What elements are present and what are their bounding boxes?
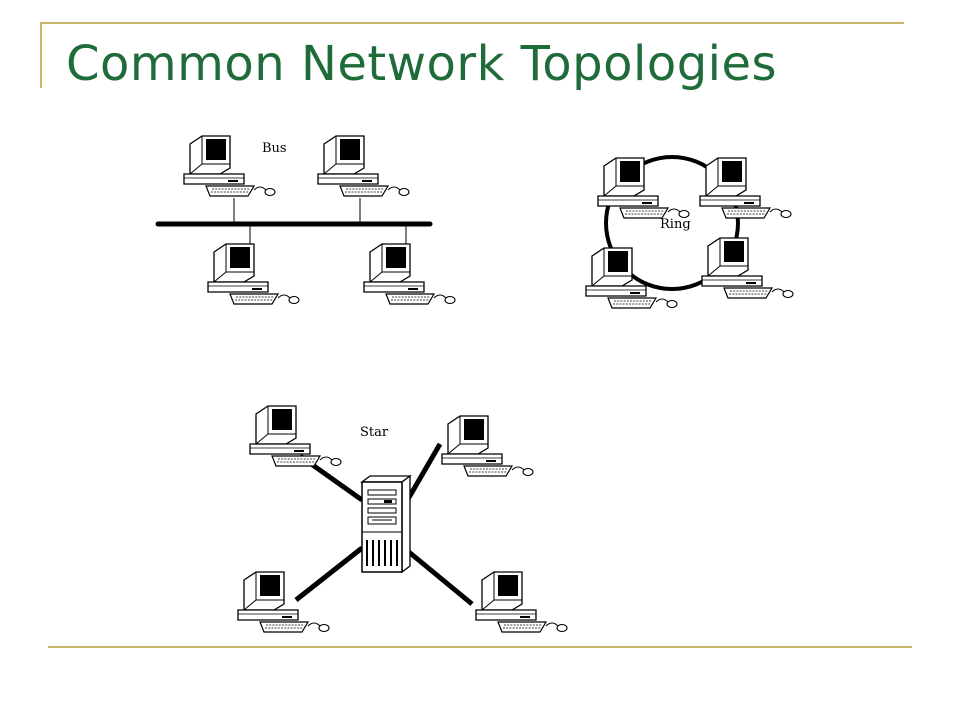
star-computer-icon: [249, 405, 342, 467]
star-topology: Star: [237, 405, 568, 633]
server-tower-icon: [360, 474, 412, 574]
left-rule: [40, 22, 42, 88]
slide-title: Common Network Topologies: [66, 36, 778, 92]
star-computer-icon: [475, 571, 568, 633]
star-computer-icon: [237, 571, 330, 633]
bus-computer-icon: [207, 243, 300, 305]
star-link: [294, 546, 364, 602]
bus-label: Bus: [262, 141, 287, 156]
ring-computer-icon: [585, 247, 678, 309]
bus-computer-icon: [363, 243, 456, 305]
ring-computer-icon: [701, 237, 794, 299]
ring-topology: Ring: [585, 155, 794, 309]
ring-cable: [604, 155, 740, 291]
ring-computer-icon: [699, 157, 792, 219]
ring-computer-icon: [597, 157, 690, 219]
ring-label: Ring: [660, 217, 691, 232]
bus-computer-icon: [317, 135, 410, 197]
star-computer-icon: [441, 415, 534, 477]
star-link: [402, 546, 474, 606]
top-rule: [40, 22, 904, 24]
bottom-rule: [48, 646, 912, 648]
bus-topology: Bus: [155, 135, 456, 305]
star-label: Star: [360, 425, 389, 440]
